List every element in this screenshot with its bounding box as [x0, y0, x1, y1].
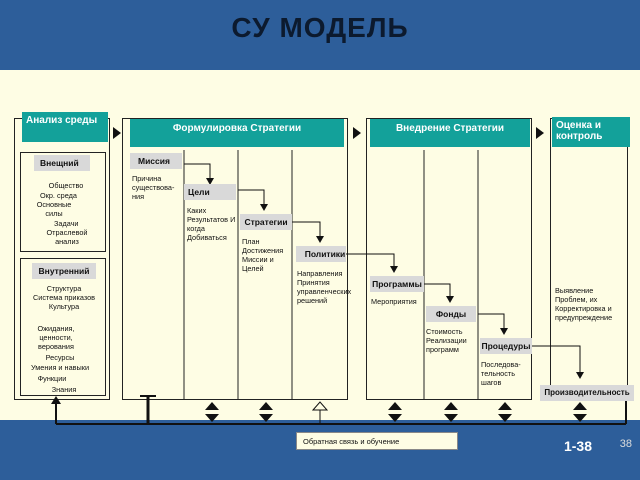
stage-arrow-3 [536, 127, 544, 139]
internal-item: Культура [48, 302, 80, 311]
mission-text: Причина существова-ния [132, 174, 175, 201]
slide-number: 1-38 [563, 438, 592, 454]
programs-label: Программы [370, 276, 424, 292]
arrow-programs-budgets [424, 283, 451, 298]
slide-title: СУ МОДЕЛЬ [231, 12, 409, 43]
internal-item: Знания [51, 385, 77, 394]
strategies-label: Стратегии [240, 214, 292, 230]
feedback-label: Обратная связь и обучение [296, 432, 458, 450]
internal-box [20, 258, 106, 396]
internal-item: Структура [46, 284, 82, 293]
procedures-label: Процедуры [480, 338, 532, 354]
external-item: Задачи [54, 219, 79, 228]
implementation-frame [366, 118, 532, 400]
arrow-strategies-policies [292, 221, 321, 238]
budgets-text: Стоимость Реализации программ [426, 327, 467, 354]
strategies-text: План Достижения Миссии и Целей [242, 237, 284, 273]
stage-header-analysis: Анализ среды [22, 112, 108, 142]
external-header: Внещний [34, 155, 90, 171]
page-number: 38 [619, 438, 632, 450]
arrow-policies-programs [346, 253, 395, 268]
evaluation-text: Выявление Проблем, их Корректировка и пр… [555, 286, 613, 322]
goals-text: Каких Результатов И когда Добиваться [187, 206, 236, 242]
performance-label: Производительность [540, 385, 634, 401]
policies-label: Политики [296, 246, 346, 262]
external-item: Общество [48, 181, 84, 190]
external-item: Основные силы [36, 200, 72, 218]
procedures-text: Последова-тельность шагов [481, 360, 521, 387]
programs-text: Мероприятия [371, 297, 417, 306]
formulation-frame [122, 118, 348, 400]
internal-item: Умения и навыки [30, 363, 90, 372]
stage-arrow-1 [113, 127, 121, 139]
stage-header-evaluation: Оценка и контроль [552, 117, 630, 147]
internal-item: Система приказов [32, 293, 96, 302]
stage-arrow-2 [353, 127, 361, 139]
policies-text: Направления Принятия управленческих реше… [297, 269, 352, 305]
arrow-goals-strategies [238, 189, 265, 206]
arrow-mission-goals [184, 163, 211, 180]
internal-header: Внутренний [32, 263, 96, 279]
internal-item: Ожидания, ценности, верования [37, 324, 75, 351]
external-item: Отраслевой анализ [46, 228, 88, 246]
external-item: Окр. среда [40, 191, 77, 200]
stage-header-implementation: Внедрение Стратегии [370, 119, 530, 147]
external-box [20, 152, 106, 252]
mission-label: Миссия [130, 153, 182, 169]
internal-item: Ресурсы [45, 353, 75, 362]
stage-header-formulation: Формулировка Стратегии [130, 119, 344, 147]
goals-label: Цели [184, 184, 236, 200]
arrow-budgets-procedures [478, 313, 505, 330]
internal-item: Функции [37, 374, 67, 383]
budgets-label: Фонды [426, 306, 476, 322]
arrow-procedures-performance [532, 345, 581, 374]
